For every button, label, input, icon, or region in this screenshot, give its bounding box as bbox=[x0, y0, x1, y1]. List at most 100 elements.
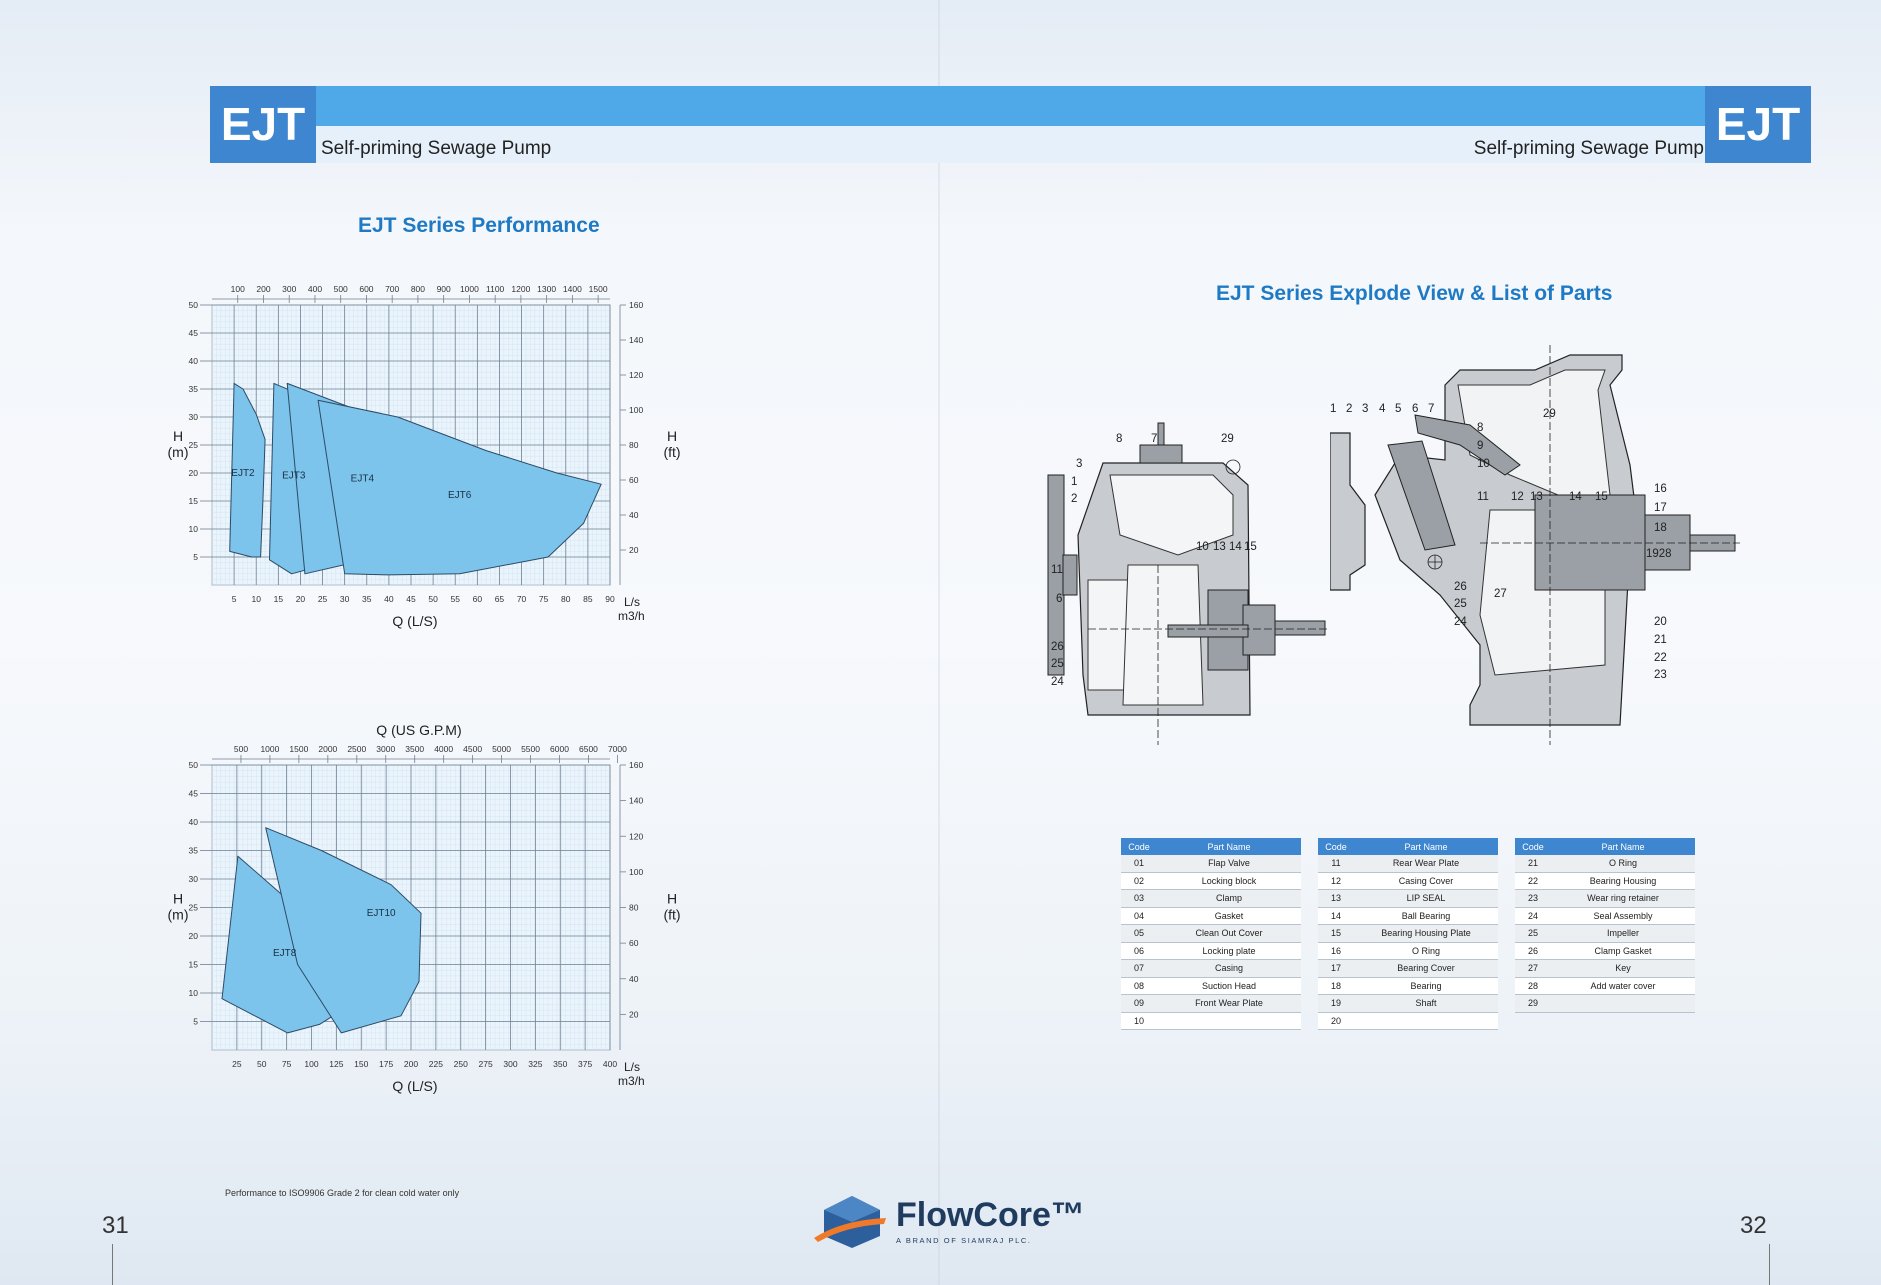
x-tick-label: 50 bbox=[257, 1059, 267, 1069]
top-tick-label: 6500 bbox=[579, 744, 598, 754]
header-code: Code bbox=[1515, 838, 1551, 855]
part-name-cell: Casing bbox=[1157, 959, 1301, 978]
part-name-cell: O Ring bbox=[1551, 855, 1695, 873]
part-callout: 13 bbox=[1213, 541, 1226, 553]
x-tick-label: 275 bbox=[479, 1059, 493, 1069]
top-tick-label: 100 bbox=[231, 284, 245, 294]
y-right-axis-label-bottom: (ft) bbox=[663, 907, 680, 923]
part-name-cell bbox=[1157, 1012, 1301, 1030]
part-name-cell: Shaft bbox=[1354, 994, 1498, 1013]
y-right-axis-label-top: H bbox=[667, 428, 677, 444]
x-tick-label: 70 bbox=[517, 594, 527, 604]
header-band bbox=[210, 126, 940, 163]
table-row: 10 bbox=[1121, 1012, 1301, 1030]
x-axis-unit-m3h: m3/h bbox=[618, 1074, 645, 1088]
part-callout: 1 bbox=[1330, 403, 1336, 415]
y-axis-label-bottom: (m) bbox=[168, 444, 189, 460]
page-spine bbox=[938, 0, 940, 1285]
part-name-cell: Bearing bbox=[1354, 977, 1498, 995]
part-name-cell: Front Wear Plate bbox=[1157, 994, 1301, 1013]
header-bar bbox=[940, 86, 1811, 126]
y-tick-label: 10 bbox=[189, 988, 199, 998]
x-axis-label: Q (L/S) bbox=[392, 1078, 437, 1094]
y-right-tick-label: 140 bbox=[629, 796, 643, 806]
y-axis-label-top: H bbox=[173, 891, 183, 907]
part-name-cell: Suction Head bbox=[1157, 977, 1301, 995]
series-tag: EJT bbox=[210, 86, 316, 163]
y-tick-label: 50 bbox=[189, 760, 199, 770]
x-tick-label: 125 bbox=[329, 1059, 343, 1069]
part-callout: 16 bbox=[1654, 483, 1667, 495]
y-axis-label-bottom: (m) bbox=[168, 907, 189, 923]
top-tick-label: 1300 bbox=[537, 284, 556, 294]
part-callout: 14 bbox=[1569, 491, 1582, 503]
y-tick-label: 45 bbox=[189, 789, 199, 799]
y-tick-label: 20 bbox=[189, 468, 199, 478]
series-label: EJT2 bbox=[231, 468, 255, 479]
part-code-cell: 27 bbox=[1515, 959, 1551, 978]
part-callout: 27 bbox=[1494, 588, 1507, 600]
x-tick-label: 100 bbox=[304, 1059, 318, 1069]
y-tick-label: 30 bbox=[189, 412, 199, 422]
top-tick-label: 800 bbox=[411, 284, 425, 294]
logo-tagline: A BRAND OF SIAMRAJ PLC. bbox=[896, 1236, 1032, 1245]
x-tick-label: 400 bbox=[603, 1059, 617, 1069]
x-tick-label: 175 bbox=[379, 1059, 393, 1069]
part-code-cell: 22 bbox=[1515, 872, 1551, 890]
pump-cross-section-left: 8729312101314151117181928620212223262524 bbox=[1047, 422, 1328, 745]
part-code-cell: 08 bbox=[1121, 977, 1157, 995]
part-name-cell: Rear Wear Plate bbox=[1354, 855, 1498, 873]
part-callout: 26 bbox=[1051, 641, 1064, 653]
part-code-cell: 14 bbox=[1318, 907, 1354, 925]
x-tick-label: 15 bbox=[274, 594, 284, 604]
part-code-cell: 07 bbox=[1121, 959, 1157, 978]
part-callout: 14 bbox=[1229, 541, 1242, 553]
y-right-tick-label: 20 bbox=[629, 1009, 639, 1019]
part-name-cell: Locking block bbox=[1157, 872, 1301, 890]
part-code-cell: 21 bbox=[1515, 855, 1551, 873]
y-tick-label: 30 bbox=[189, 874, 199, 884]
header-code: Code bbox=[1318, 838, 1354, 855]
y-right-tick-label: 120 bbox=[629, 831, 643, 841]
part-name-cell: Locking plate bbox=[1157, 942, 1301, 960]
part-callout: 15 bbox=[1595, 491, 1608, 503]
part-name-cell: Gasket bbox=[1157, 907, 1301, 925]
page-number-left: 31 bbox=[102, 1212, 129, 1239]
y-tick-label: 25 bbox=[189, 903, 199, 913]
left-page: EJT Self-priming Sewage Pump EJT Series … bbox=[0, 0, 940, 1285]
part-callout: 8 bbox=[1116, 433, 1122, 445]
part-callout: 15 bbox=[1244, 541, 1257, 553]
top-tick-label: 500 bbox=[334, 284, 348, 294]
top-tick-label: 3500 bbox=[405, 744, 424, 754]
flowcore-logo: FlowCore™ A BRAND OF SIAMRAJ PLC. bbox=[812, 1192, 1085, 1250]
header-part-name: Part Name bbox=[1354, 838, 1498, 855]
x-axis-unit-ls: L/s bbox=[624, 595, 640, 609]
part-callout: 1928 bbox=[1646, 548, 1672, 560]
part-name-cell: Clamp Gasket bbox=[1551, 942, 1695, 960]
table-row: 29 bbox=[1515, 994, 1695, 1013]
top-tick-label: 2000 bbox=[318, 744, 337, 754]
part-code-cell: 01 bbox=[1121, 855, 1157, 873]
part-name-cell: Seal Assembly bbox=[1551, 907, 1695, 925]
part-callout: 24 bbox=[1454, 616, 1467, 628]
header-bar bbox=[210, 86, 940, 126]
x-tick-label: 85 bbox=[583, 594, 593, 604]
part-name-cell: Impeller bbox=[1551, 924, 1695, 943]
x-tick-label: 200 bbox=[404, 1059, 418, 1069]
x-tick-label: 55 bbox=[450, 594, 460, 604]
part-name-cell: Bearing Cover bbox=[1354, 959, 1498, 978]
y-tick-label: 5 bbox=[193, 552, 198, 562]
top-tick-label: 4000 bbox=[434, 744, 453, 754]
top-tick-label: 1000 bbox=[260, 744, 279, 754]
x-tick-label: 5 bbox=[232, 594, 237, 604]
part-code-cell: 26 bbox=[1515, 942, 1551, 960]
